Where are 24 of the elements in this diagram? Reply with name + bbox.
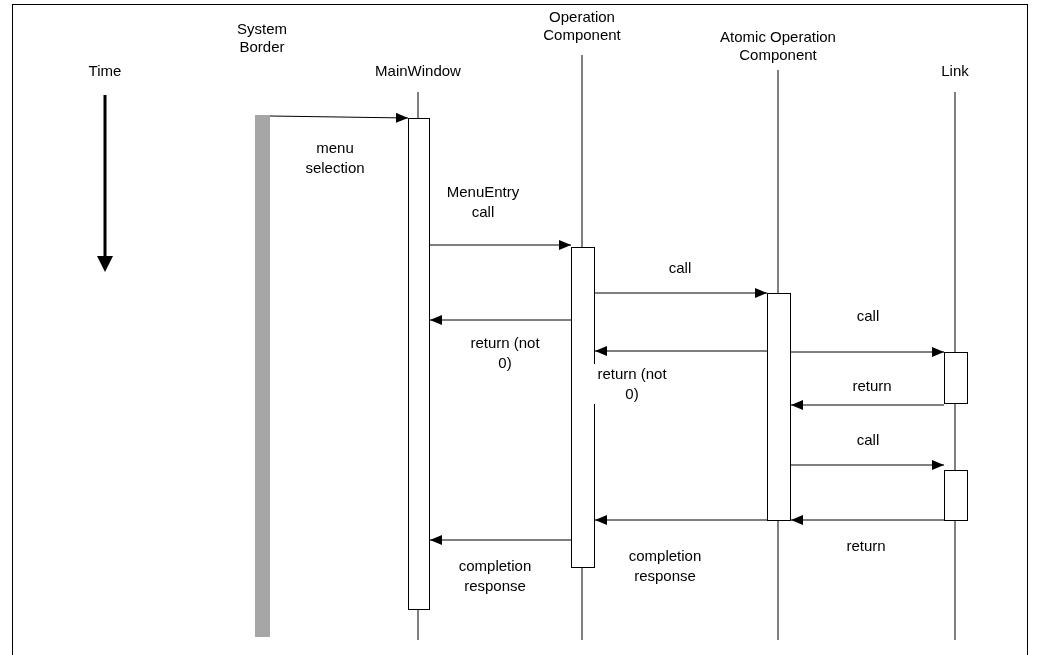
activation-bar <box>571 247 595 568</box>
activation-bar <box>944 470 968 521</box>
arrow <box>429 240 572 250</box>
arrow <box>429 315 572 325</box>
arrow <box>790 515 945 525</box>
participant-label: Link <box>915 62 995 80</box>
participant-label: MainWindow <box>358 62 478 80</box>
participant-label: Operation Component <box>527 8 637 44</box>
arrow <box>790 460 945 470</box>
arrow <box>790 347 945 357</box>
arrow <box>269 112 409 123</box>
participant-label: Atomic Operation Component <box>703 28 853 64</box>
activation-bar <box>767 293 791 521</box>
activation-bar <box>408 118 430 610</box>
activation-bar <box>944 352 968 404</box>
message-label: return (not 0) <box>594 364 670 404</box>
activation-bar <box>255 115 270 637</box>
arrow <box>790 400 945 410</box>
arrow <box>594 346 768 356</box>
participant-label: System Border <box>227 20 297 56</box>
arrow <box>594 515 768 525</box>
arrow <box>594 288 768 298</box>
axis-label: Time <box>87 62 123 80</box>
arrow <box>429 535 572 545</box>
